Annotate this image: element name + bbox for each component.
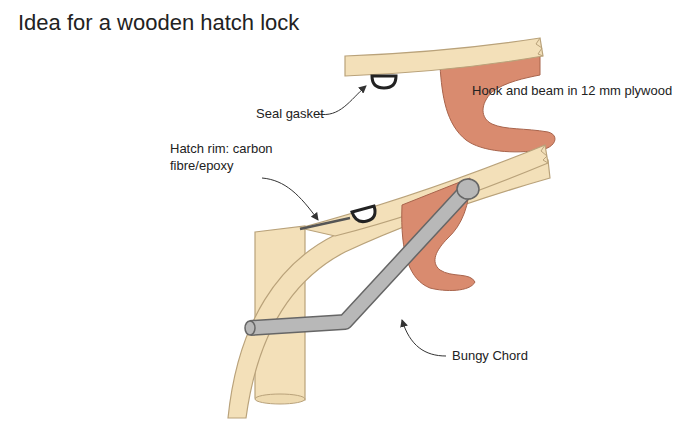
leader-line <box>318 86 366 115</box>
part-label: Bungy Chord <box>452 347 528 364</box>
lid-break <box>541 145 548 163</box>
break-mark <box>536 38 543 56</box>
bungy-cord <box>250 192 465 328</box>
cord-end-left <box>245 321 255 335</box>
bungy-cord-core <box>250 192 465 328</box>
hook-and-beam <box>440 55 555 152</box>
leader-line <box>262 178 318 220</box>
diagram-title: Idea for a wooden hatch lock <box>18 10 299 36</box>
part-label: Seal gasket <box>256 105 324 122</box>
post-cut-end <box>255 394 305 404</box>
lid-plank <box>345 38 543 76</box>
hull-shell <box>228 160 550 418</box>
cord-end <box>457 179 479 199</box>
part-label: Hook and beam in 12 mm plywood <box>472 82 672 99</box>
leader-line <box>402 320 446 356</box>
seal-gasket-lower <box>352 206 375 222</box>
part-label: Hatch rim: carbon fibre/epoxy <box>170 140 294 174</box>
seal-gasket <box>372 76 396 88</box>
hatch-rim <box>300 218 350 229</box>
